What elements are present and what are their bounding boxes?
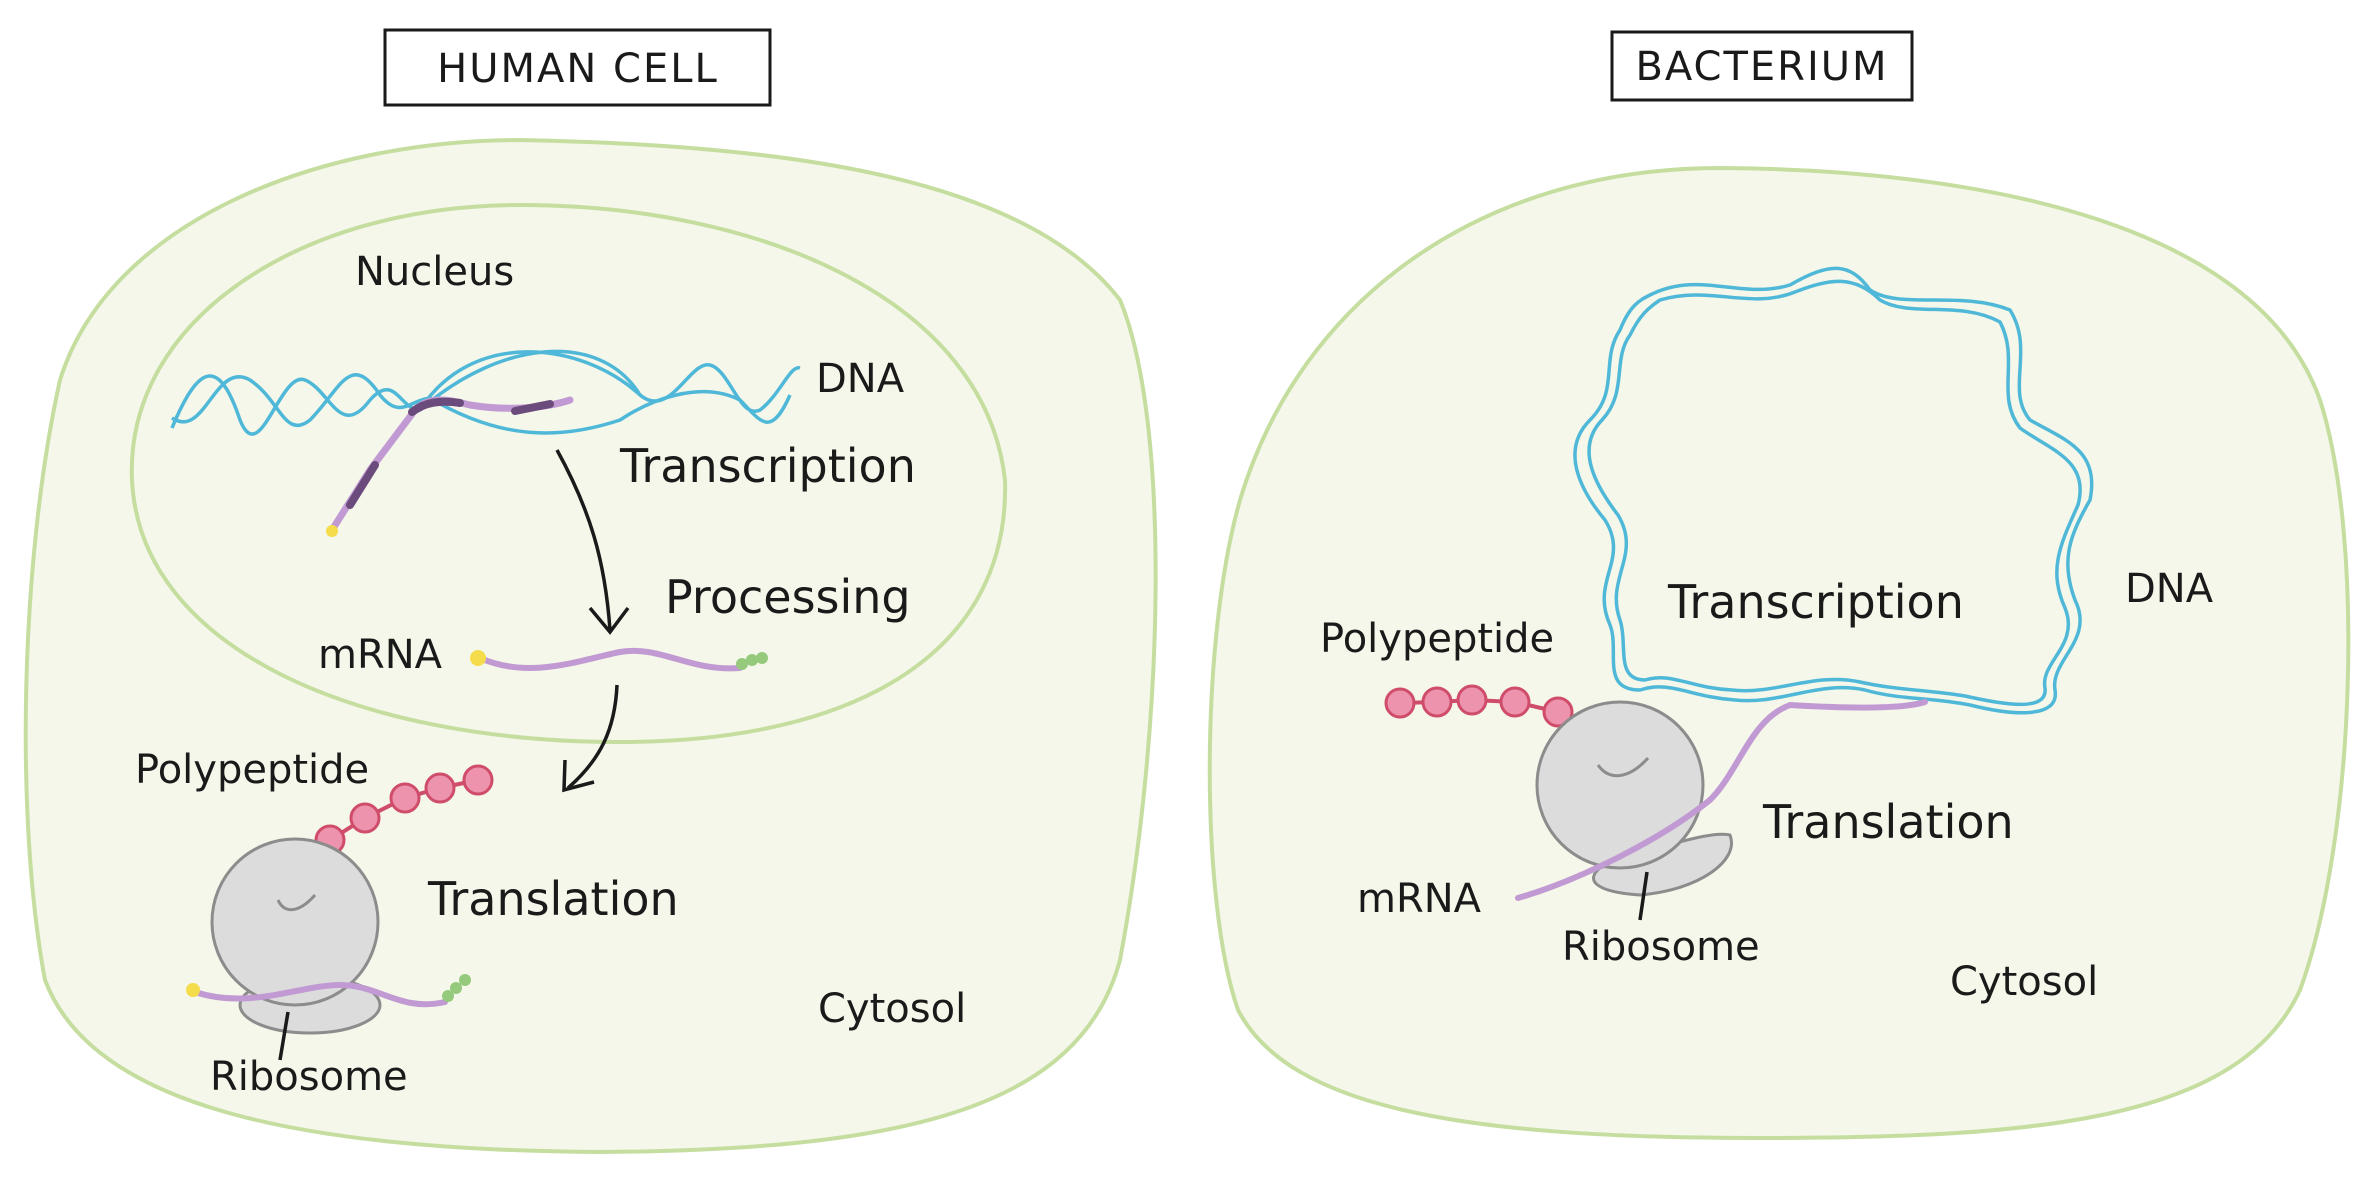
- mature-mrna: [477, 647, 743, 672]
- human-cell-title-box: [383, 28, 772, 107]
- nucleus-label: Nucleus: [355, 249, 514, 295]
- human-mrna-label: mRNA: [318, 632, 443, 678]
- bacterium-transcription-label: Transcription: [1667, 575, 1964, 629]
- bacterium-cytosol-label: Cytosol: [1950, 959, 2098, 1005]
- bacterium-ribosome-label: Ribosome: [1562, 924, 1760, 970]
- bacterium-title-box: [1610, 30, 1914, 102]
- human-cell-panel: HUMAN CELL Nucleus DNA Transcription Pro…: [23, 28, 1158, 1155]
- bacterium-mrna: [1515, 699, 1928, 901]
- bacterium-mrna-label: mRNA: [1357, 876, 1482, 922]
- human-ribosome-mrna: [192, 981, 448, 1008]
- human-cell-title: HUMAN CELL: [437, 46, 719, 92]
- export-arrow: [566, 684, 619, 790]
- bacterium-panel: BACTERIUM Transcription DNA Polypeptide: [1207, 30, 2351, 1141]
- processing-label: Processing: [665, 570, 911, 624]
- human-polypeptide-label: Polypeptide: [135, 747, 369, 793]
- mature-mrna-polya-tail: [736, 652, 768, 670]
- export-arrowhead: [562, 759, 595, 793]
- human-cytosol-label: Cytosol: [818, 986, 966, 1032]
- bacterium-dna-label: DNA: [2125, 566, 2214, 612]
- transcription-arrowhead: [588, 606, 630, 635]
- human-translation-label: Translation: [427, 872, 679, 926]
- mature-mrna-cap: [470, 650, 486, 666]
- bacterium-translation-label: Translation: [1762, 795, 2014, 849]
- human-dna-label: DNA: [816, 356, 905, 402]
- transcription-arrow: [555, 449, 612, 631]
- bacterium-ribosome-pointer: [1638, 871, 1649, 921]
- human-dna: [170, 349, 801, 436]
- bacterial-circular-dna: [1573, 266, 2094, 715]
- human-ribosome: [210, 837, 382, 1035]
- human-ribosome-mrna-tail: [442, 974, 471, 1002]
- nascent-rna-cap: [326, 525, 338, 537]
- human-ribosome-pointer: [278, 1011, 290, 1061]
- bacterium-title: BACTERIUM: [1635, 44, 1888, 90]
- bacterium-membrane: [1207, 165, 2351, 1141]
- human-ribosome-label: Ribosome: [210, 1054, 408, 1100]
- human-transcription-label: Transcription: [619, 439, 916, 493]
- nascent-rna: [328, 396, 574, 534]
- bacterium-polypeptide-label: Polypeptide: [1320, 616, 1554, 662]
- human-ribosome-mrna-cap: [186, 983, 200, 997]
- bacterium-ribosome: [1535, 700, 1733, 897]
